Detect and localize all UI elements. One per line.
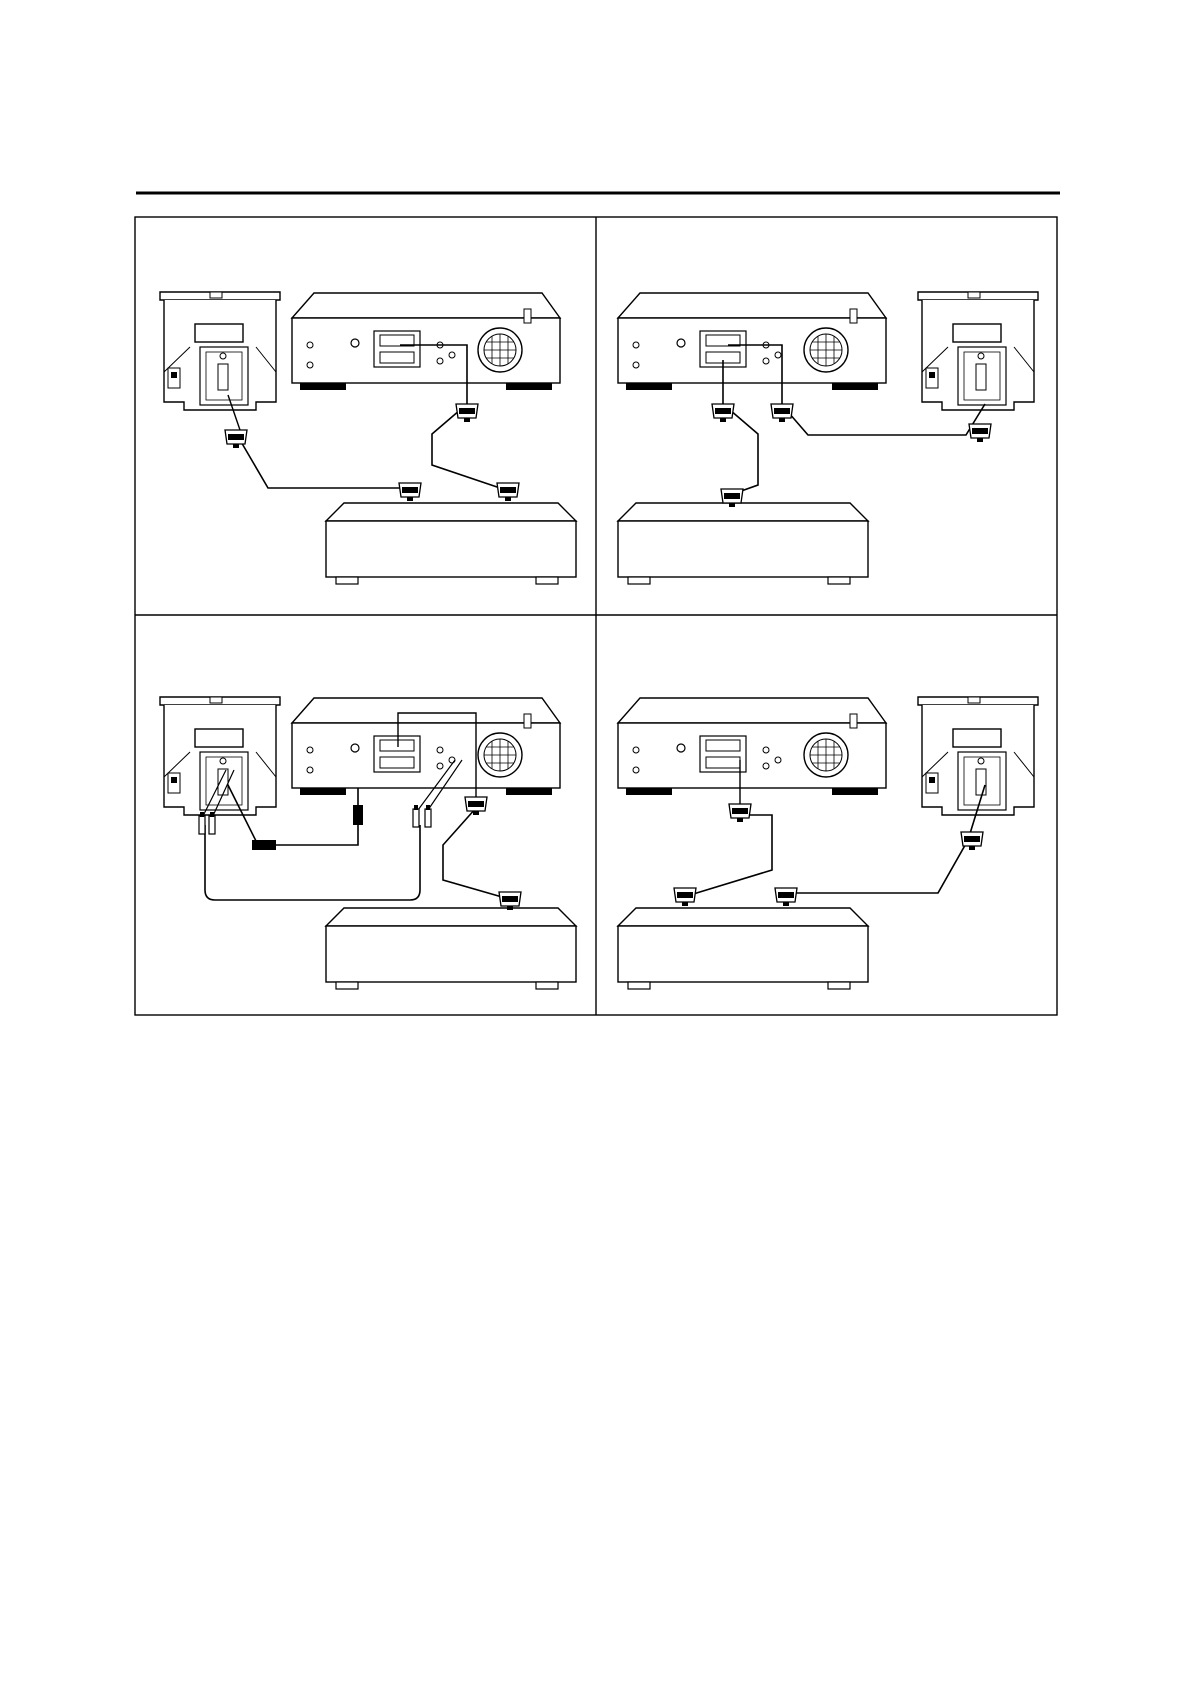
tv-back-view — [918, 697, 1038, 815]
decoder-box — [326, 503, 576, 584]
s-video-plug-player — [353, 805, 363, 825]
decoder-box — [618, 503, 868, 584]
decoder-box — [618, 908, 868, 989]
panel-top-right — [618, 292, 1038, 584]
scart-plug-box-2 — [497, 483, 519, 501]
panel-bottom-right — [618, 697, 1038, 989]
dvd-player-back-view — [618, 293, 886, 390]
scart-plug-box-1 — [674, 888, 696, 906]
scart-plug-box-2 — [775, 888, 797, 906]
tv-back-view — [160, 697, 280, 815]
scart-plug-tv — [969, 424, 991, 442]
scart-plug-player — [465, 797, 487, 815]
s-video-plug-tv — [252, 840, 276, 850]
rca-plug-player-right — [425, 805, 431, 827]
tv-back-view — [918, 292, 1038, 410]
scart-cable-player-to-box — [690, 815, 772, 895]
scart-cable-tv-to-box — [240, 440, 400, 488]
scart-plug-player-1 — [712, 404, 734, 422]
panel-top-left — [160, 292, 576, 584]
scart-cable-player-to-box — [443, 808, 502, 897]
scart-plug-box-1 — [399, 483, 421, 501]
scart-plug-box — [499, 892, 521, 910]
dvd-player-back-view — [292, 293, 560, 390]
decoder-box — [326, 908, 576, 989]
panel-bottom-left — [160, 697, 576, 989]
scart-plug-player — [729, 804, 751, 822]
dvd-player-back-view — [618, 698, 886, 795]
scart-plug-player-2 — [771, 404, 793, 422]
tv-back-view — [160, 292, 280, 410]
rca-plug-player-left — [413, 805, 419, 827]
scart-plug-player — [456, 404, 478, 422]
audio-rca-cable — [205, 825, 420, 900]
